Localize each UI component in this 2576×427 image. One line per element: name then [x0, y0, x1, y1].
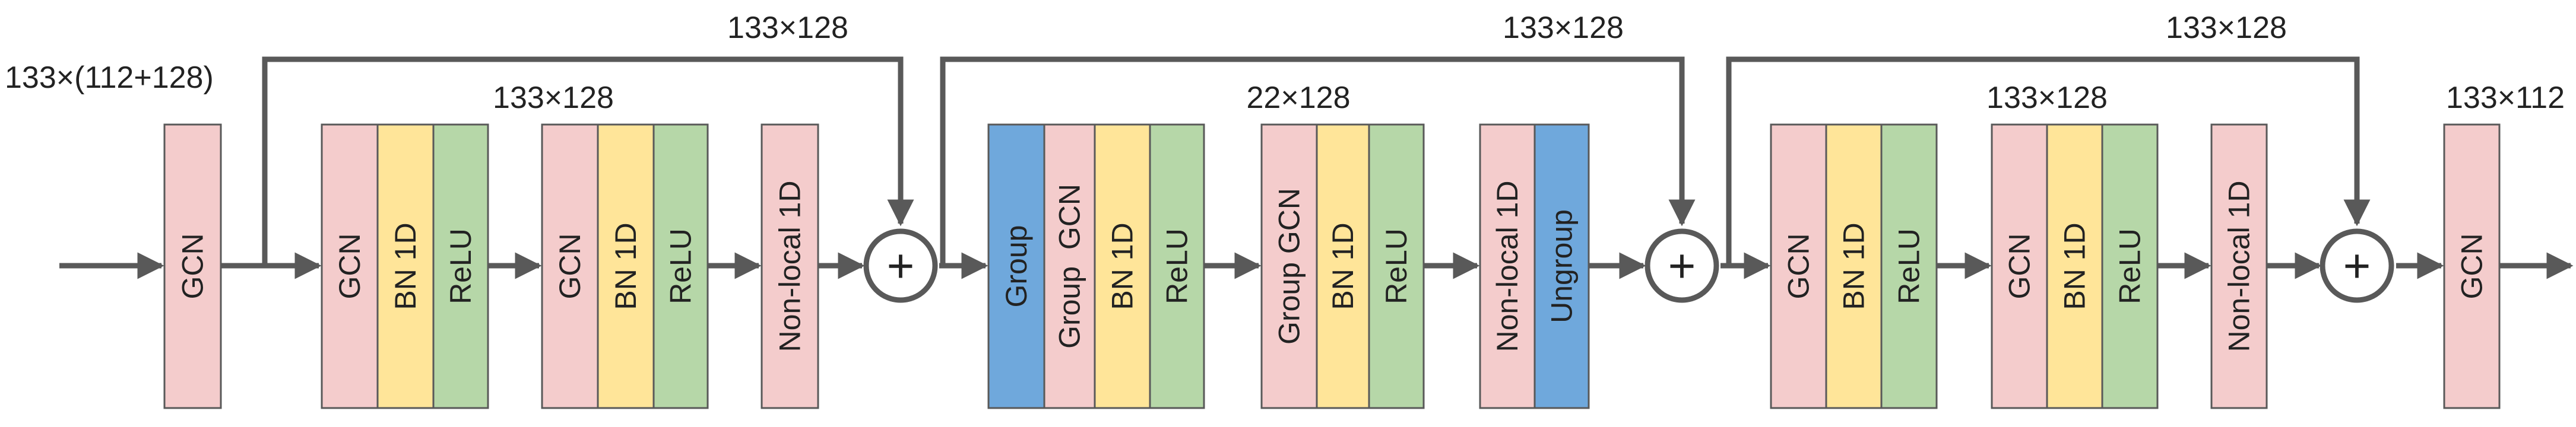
res1-gcn-1	[321, 123, 379, 409]
res2-relu-1	[1149, 123, 1205, 409]
res1-bn-2	[597, 123, 655, 409]
res2-bn-2-label: BN 1D	[1326, 222, 1360, 310]
res1-gcn-2-label: GCN	[553, 233, 587, 299]
skip-1-dimension-label: 133×128	[727, 11, 848, 45]
res2-nonlocal-label: Non-local 1D	[1491, 180, 1524, 352]
add-circle-3	[2320, 228, 2394, 303]
res2-relu-1-label: ReLU	[1161, 228, 1194, 304]
add-sign-1: +	[887, 240, 915, 292]
res2-bn-1-label: BN 1D	[1106, 222, 1139, 310]
res1-bn-2-label: BN 1D	[609, 222, 642, 310]
block-2-dimension-label: 22×128	[1247, 81, 1351, 115]
input-gcn-label: GCN	[176, 233, 210, 299]
input-dimension-label: 133×(112+128)	[5, 60, 214, 95]
res1-relu-2	[652, 123, 709, 409]
res2-group-label: Group	[1000, 225, 1033, 308]
res1-nonlocal	[761, 123, 819, 409]
res1-nonlocal-label: Non-local 1D	[774, 180, 807, 352]
res2-ungroup	[1533, 123, 1590, 409]
res1-relu-1	[432, 123, 489, 409]
res2-bn-2	[1316, 123, 1370, 409]
res2-relu-2-label: ReLU	[1380, 228, 1413, 304]
res3-nonlocal-label: Non-local 1D	[2223, 180, 2256, 352]
add-circle-1	[863, 228, 938, 303]
block-3-dimension-label: 133×128	[1986, 81, 2108, 115]
res2-group-gcn-1	[1043, 123, 1096, 409]
res2-nonlocal	[1479, 123, 1536, 409]
output-dimension-label: 133×112	[2446, 81, 2565, 115]
res1-gcn-1-label: GCN	[333, 233, 366, 299]
res3-relu-1	[1880, 123, 1938, 409]
block-1-dimension-label: 133×128	[493, 81, 614, 115]
add-operator-3: +	[2320, 228, 2394, 303]
res3-gcn-2	[1991, 123, 2048, 409]
res3-bn-1	[1825, 123, 1883, 409]
res3-gcn-1-label: GCN	[1782, 233, 1815, 299]
res2-group-gcn-2	[1260, 123, 1318, 409]
skip-connection-2	[940, 56, 1696, 266]
add-operator-1: +	[863, 228, 938, 303]
add-circle-2	[1645, 228, 1719, 303]
skip-2-dimension-label: 133×128	[1503, 11, 1624, 45]
res1-relu-1-label: ReLU	[444, 228, 477, 304]
res3-bn-2	[2046, 123, 2103, 409]
skip-connection-1	[262, 56, 914, 266]
res3-gcn-1	[1770, 123, 1827, 409]
res1-relu-2-label: ReLU	[664, 228, 698, 304]
input-gcn-block	[163, 123, 222, 409]
add-operator-2: +	[1645, 228, 1719, 303]
output-gcn-label: GCN	[2455, 233, 2489, 299]
res2-group-gcn-1-label: Group GCN	[1053, 184, 1086, 349]
res2-relu-2	[1368, 123, 1425, 409]
res3-bn-2-label: BN 1D	[2058, 222, 2092, 310]
res3-relu-2	[2101, 123, 2159, 409]
res2-ungroup-label: Ungroup	[1545, 209, 1579, 323]
res3-relu-1-label: ReLU	[1893, 228, 1926, 304]
add-sign-3: +	[2343, 240, 2371, 292]
skip-3-dimension-label: 133×128	[2166, 11, 2287, 45]
res3-gcn-2-label: GCN	[2003, 233, 2036, 299]
output-gcn-block	[2443, 123, 2501, 409]
add-sign-2: +	[1668, 240, 1696, 292]
res3-relu-2-label: ReLU	[2114, 228, 2147, 304]
res1-bn-1-label: BN 1D	[389, 222, 422, 310]
res3-nonlocal	[2210, 123, 2268, 409]
res3-bn-1-label: BN 1D	[1837, 222, 1871, 310]
res2-group-gcn-2-label: Group GCN	[1273, 188, 1306, 345]
skip-connection-3	[1726, 56, 2371, 266]
